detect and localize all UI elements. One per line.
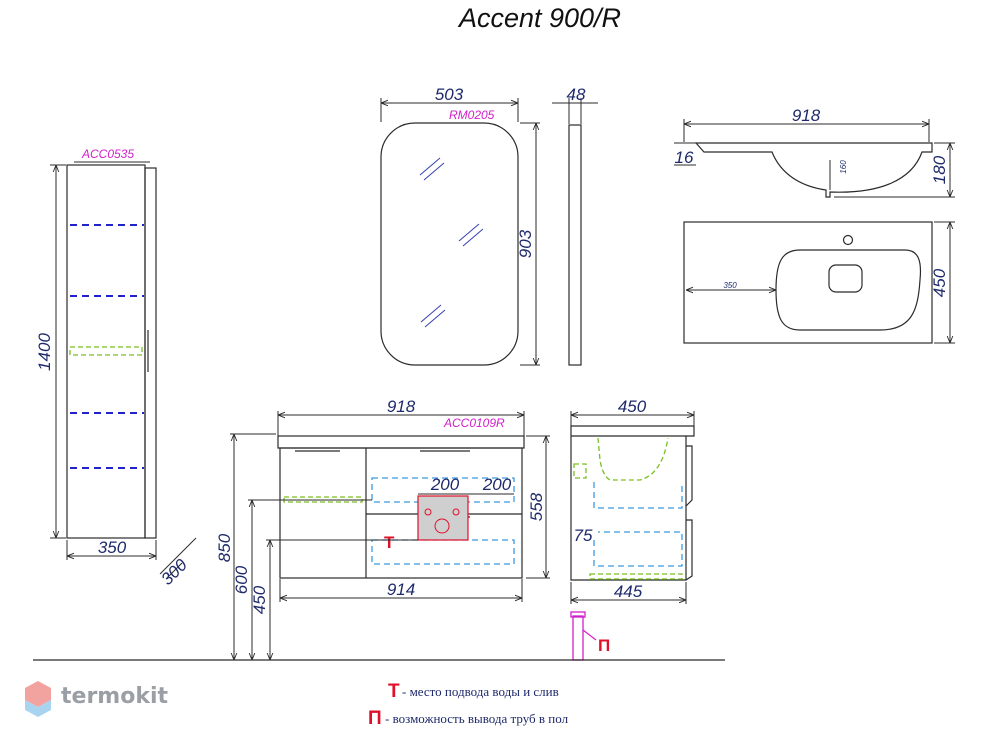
legend-water-text: - место подвода воды и слив bbox=[402, 684, 559, 699]
vanity-body bbox=[279, 447, 523, 579]
dim-height-850: 850 bbox=[215, 533, 234, 562]
legend-water-mark: T bbox=[388, 681, 400, 702]
vanity-side-pipe-zone-top bbox=[593, 482, 683, 509]
dim-vanity-height: 558 bbox=[527, 492, 546, 521]
drawing-title: Accent 900/R bbox=[457, 3, 621, 33]
vanity-side-doors bbox=[685, 445, 693, 581]
brand-name: termokit bbox=[61, 684, 168, 709]
pencil-shelf-glass bbox=[69, 346, 143, 356]
legend: T - место подвода воды и слив П - возмож… bbox=[368, 681, 569, 729]
mirror-side bbox=[568, 124, 582, 366]
dim-pencil-height: 1400 bbox=[35, 333, 54, 371]
dim-sink-width: 918 bbox=[792, 106, 821, 125]
pencil-case-view: ACC0535 1400 350 300 bbox=[35, 147, 197, 589]
floor-pipe-cap bbox=[570, 611, 586, 618]
dim-sink-edge: 16 bbox=[675, 148, 694, 167]
sink-profile-view: 918 160 16 180 bbox=[674, 106, 955, 198]
drain-outlet bbox=[434, 518, 450, 534]
dim-side-depth-top: 450 bbox=[618, 397, 647, 416]
dim-pencil-width: 350 bbox=[98, 538, 127, 557]
dim-sink-offset: 350 bbox=[723, 281, 737, 290]
dim-mirror-width: 503 bbox=[435, 85, 464, 104]
floor-marker: П bbox=[598, 636, 610, 655]
pencil-case-code: ACC0535 bbox=[81, 147, 134, 161]
mirror-view: RM0205 503 903 48 bbox=[380, 85, 598, 366]
brand-logo: termokit bbox=[25, 681, 168, 717]
mirror-code: RM0205 bbox=[449, 108, 495, 122]
mirror-glare-2 bbox=[458, 223, 484, 247]
dim-side-75: 75 bbox=[574, 526, 593, 545]
dim-pipe-left: 200 bbox=[430, 475, 460, 494]
dim-side-depth-bottom: 445 bbox=[614, 582, 643, 601]
dim-line bbox=[159, 537, 197, 575]
sink-drain bbox=[828, 264, 863, 293]
water-inlet-2 bbox=[452, 508, 460, 516]
dim-sink-bowl: 160 bbox=[839, 160, 848, 174]
dim-mirror-depth: 48 bbox=[567, 85, 586, 104]
sink-tap-hole bbox=[842, 234, 854, 246]
mirror-front bbox=[380, 122, 519, 366]
vanity-side-basin bbox=[597, 437, 669, 481]
vanity-side-outline bbox=[570, 425, 695, 581]
vanity-front-view: ACC0109R 918 200 200 T 914 558 bbox=[215, 397, 550, 660]
dim-sink-depth: 450 bbox=[930, 268, 949, 297]
vanity-countertop bbox=[277, 435, 525, 449]
vanity-side-pipe-zone-bottom bbox=[593, 531, 683, 567]
sink-profile bbox=[694, 142, 933, 198]
mirror-glare-1 bbox=[419, 157, 445, 181]
legend-floor-mark: П bbox=[368, 708, 382, 729]
legend-floor-text: - возможность вывода труб в пол bbox=[385, 711, 569, 726]
dim-line bbox=[165, 562, 183, 580]
sink-top-outline bbox=[683, 221, 933, 344]
water-inlet-1 bbox=[424, 508, 432, 516]
dim-mirror-height: 903 bbox=[516, 229, 535, 258]
pencil-case-body bbox=[66, 164, 146, 539]
brand-logo-icon-lower bbox=[25, 700, 51, 717]
brand-logo-icon bbox=[25, 681, 51, 707]
mirror-glare-3 bbox=[420, 304, 446, 328]
vanity-side-floor-highlight bbox=[589, 573, 683, 580]
dim-pipe-right: 200 bbox=[482, 475, 512, 494]
dim-pencil-depth: 300 bbox=[157, 555, 191, 589]
vanity-connection-zone bbox=[417, 495, 469, 541]
sink-top-view: 350 450 bbox=[683, 221, 955, 344]
vanity-pipe-zone-top bbox=[371, 477, 515, 503]
dim-height-450: 450 bbox=[250, 585, 269, 614]
floor-pipe bbox=[572, 615, 584, 661]
floor-pipe-leader bbox=[582, 629, 597, 641]
dim-height-600: 600 bbox=[232, 565, 251, 594]
sink-bowl-outline bbox=[775, 249, 922, 331]
vanity-side-view: 450 75 445 П bbox=[570, 397, 695, 661]
dim-vanity-bottom: 914 bbox=[387, 580, 415, 599]
dim-vanity-top: 918 bbox=[387, 397, 416, 416]
vanity-code: ACC0109R bbox=[443, 416, 505, 430]
vanity-side-siphon bbox=[573, 463, 587, 479]
dim-sink-height: 180 bbox=[930, 155, 949, 184]
water-marker: T bbox=[384, 533, 395, 552]
pencil-case-door bbox=[144, 167, 157, 539]
